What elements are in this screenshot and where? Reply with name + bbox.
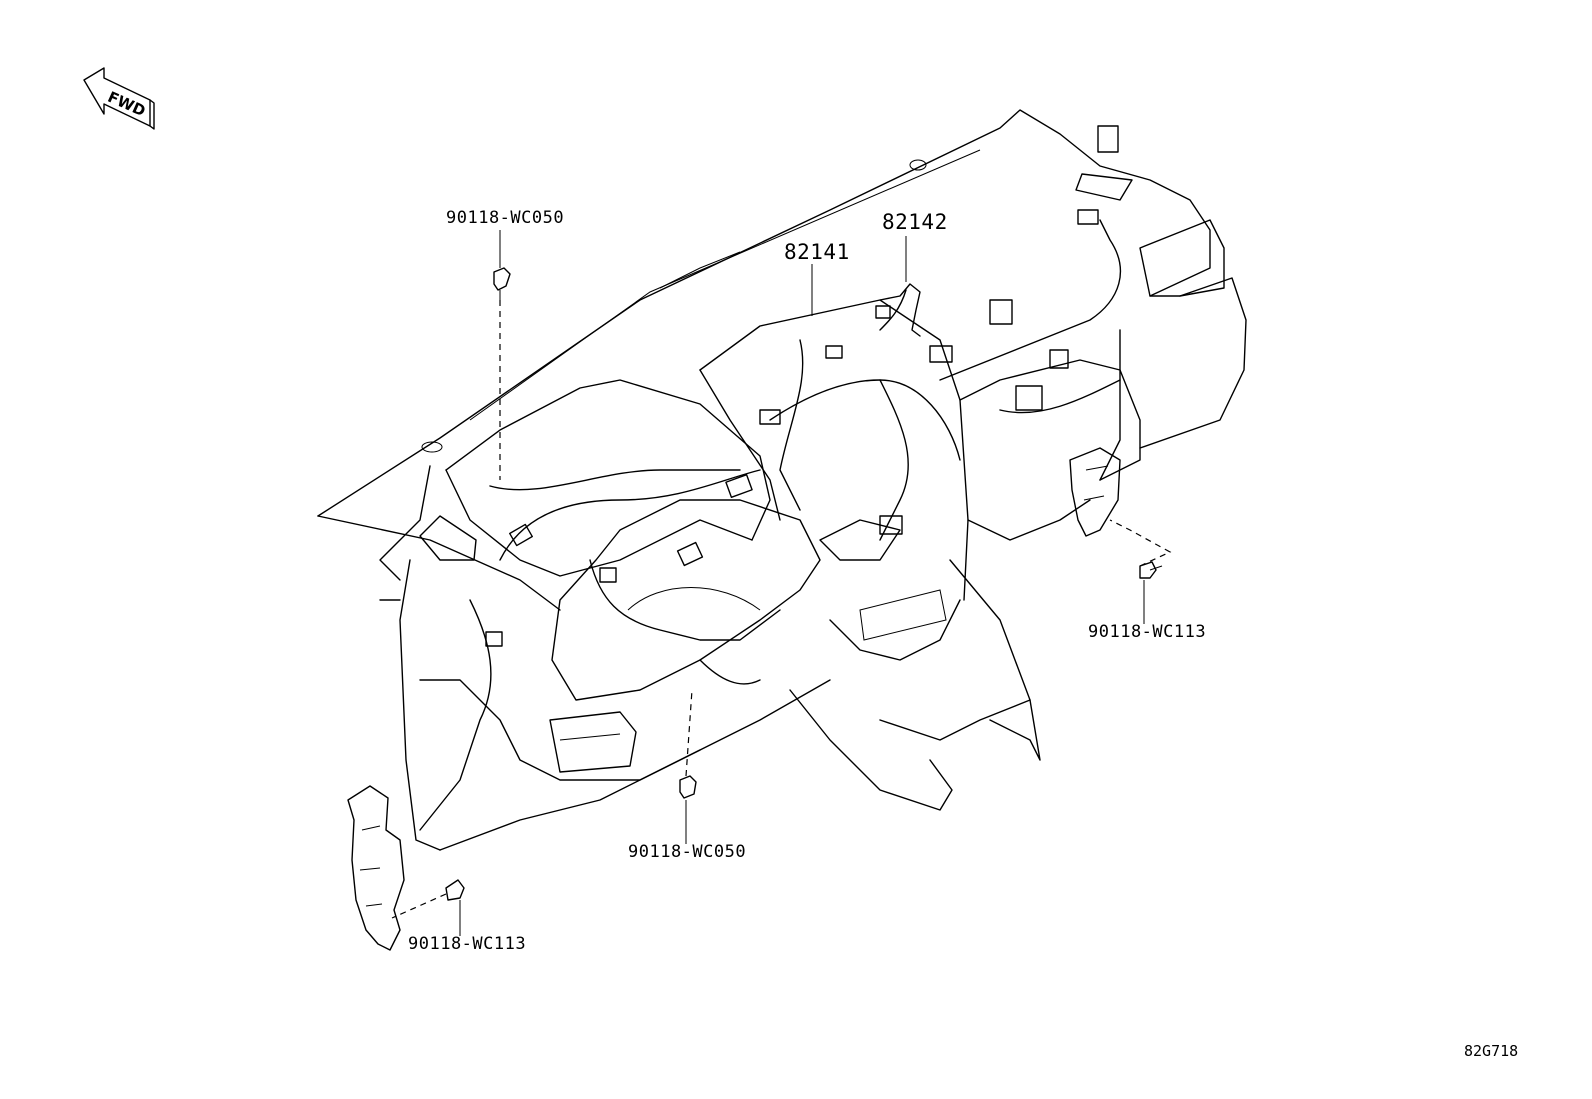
dashboard-outline	[317, 109, 1247, 851]
part-number-label[interactable]: 90118-WC113	[1088, 622, 1207, 642]
bolt-icon	[1139, 561, 1163, 579]
part-number-label[interactable]: 82142	[882, 210, 948, 234]
right-bracket	[1069, 447, 1121, 537]
bolt-icon	[679, 775, 697, 799]
part-number-label[interactable]: 90118-WC050	[446, 208, 565, 228]
bolt-icon	[493, 267, 511, 300]
install-dashed-lines	[391, 300, 1172, 919]
bolt-icon	[445, 879, 465, 901]
left-bracket	[347, 785, 405, 951]
leader-lines	[459, 230, 1145, 936]
wire-harness	[379, 125, 1122, 831]
part-number-label[interactable]: 90118-WC050	[628, 842, 747, 862]
fwd-arrow-icon: FWD	[83, 67, 155, 130]
diagram-code: 82G718	[1464, 1042, 1519, 1060]
part-number-label[interactable]: 82141	[784, 240, 850, 264]
part-number-label[interactable]: 90118-WC113	[408, 934, 527, 954]
